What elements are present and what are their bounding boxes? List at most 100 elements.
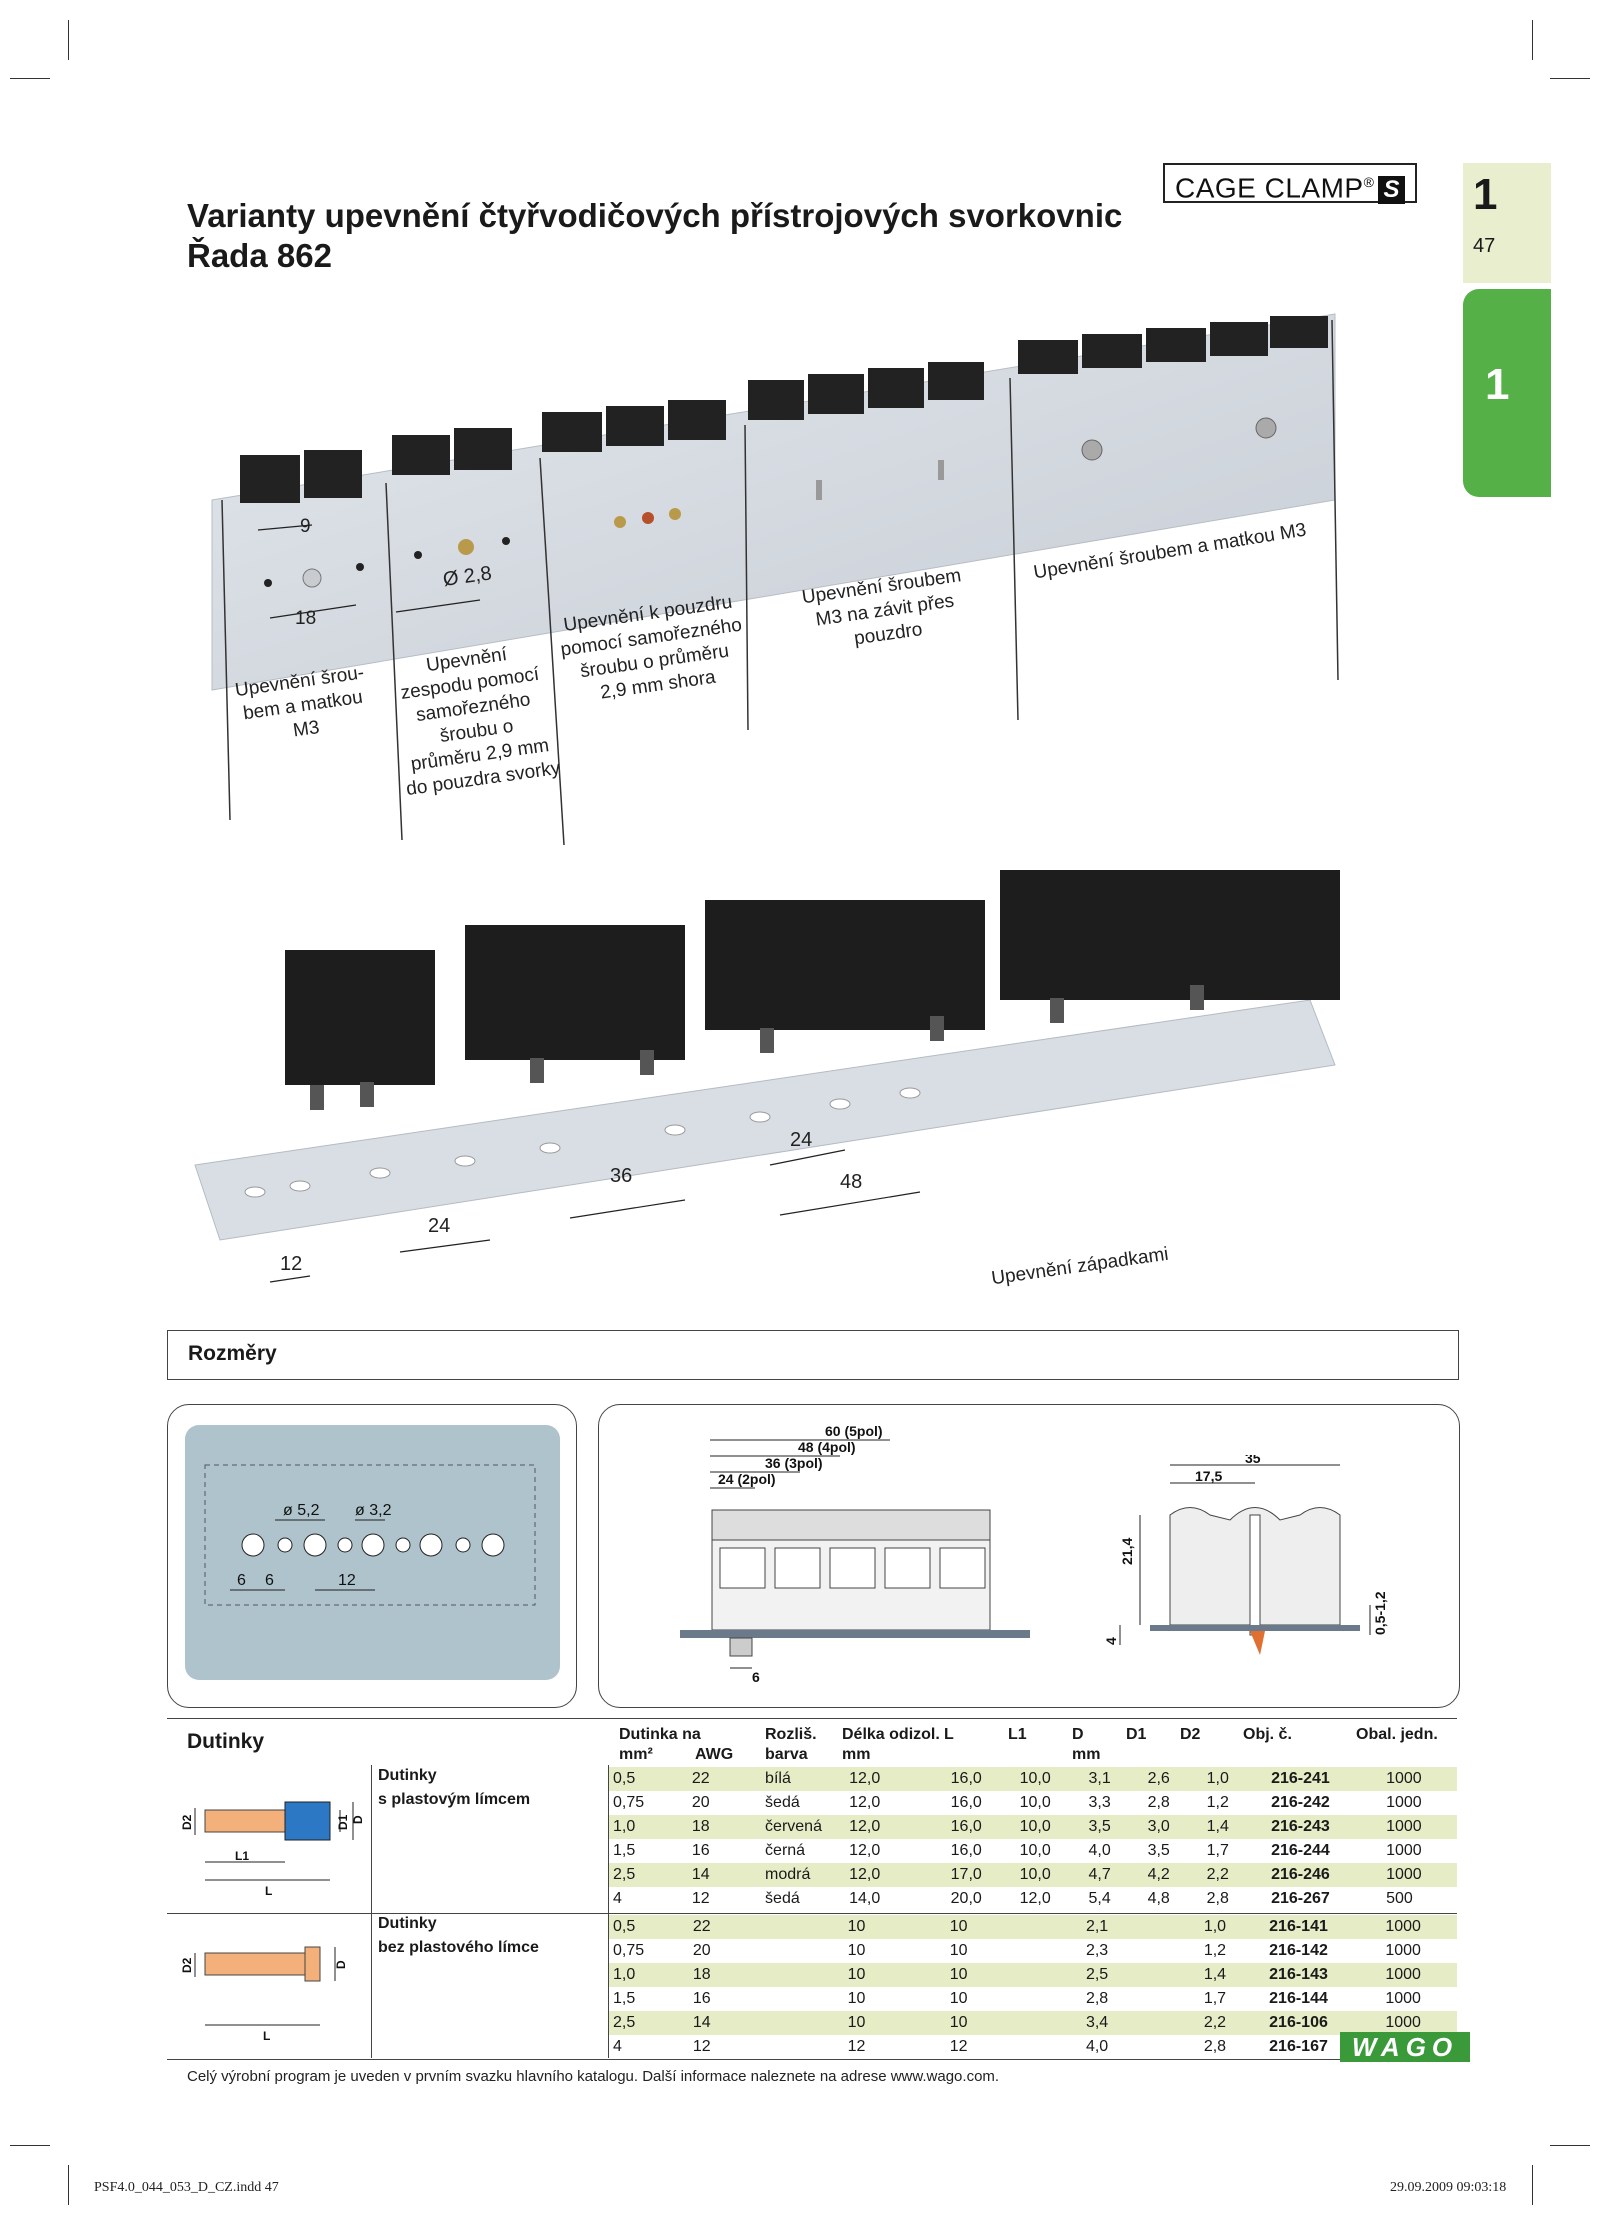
table-cell: 1,5 [613, 1842, 636, 1859]
table-cell: 10 [847, 2014, 866, 2031]
drilling-pattern-drawing: ø 5,2 ø 3,2 6 6 12 [185, 1425, 560, 1680]
crop-mark [68, 2165, 69, 2205]
table-cell: 216-142 [1269, 1942, 1328, 1959]
table-cell [763, 1939, 843, 1963]
table-cell: 16,0 [950, 1842, 982, 1859]
col-color: barva [765, 1746, 808, 1763]
table-cell [763, 1987, 843, 2011]
dim-24a-label: 24 [428, 1215, 450, 1237]
table-cell [1142, 1963, 1200, 1987]
crop-mark [1532, 2165, 1533, 2205]
col-d-top: D [1072, 1726, 1084, 1743]
chapter-tab[interactable] [1463, 289, 1551, 497]
table-cell: 12,0 [849, 1866, 881, 1883]
col-order-number: Obj. č. [1243, 1726, 1292, 1743]
aluminium-plate [211, 313, 1336, 691]
dimensions-title: Rozměry [188, 1342, 277, 1365]
col-d1: D1 [1126, 1726, 1147, 1743]
table-cell [763, 2011, 843, 2035]
col-ferrule-for: Dutinka na [619, 1726, 701, 1743]
table-cell: 18 [692, 1966, 711, 1983]
table-cell: 3,5 [1088, 1818, 1111, 1835]
table-cell: 1,7 [1206, 1842, 1229, 1859]
table-cell: 216-243 [1271, 1818, 1330, 1835]
crop-mark [1550, 2145, 1590, 2146]
diag1-l1: L1 [235, 1849, 249, 1863]
table-cell: 16,0 [950, 1770, 982, 1787]
dimensions-section-header: Rozměry [167, 1330, 1459, 1380]
mounting-variants-photo: 9 18 Ø 2,8 [211, 313, 1339, 846]
dim-214-label: 21,4 [1119, 1538, 1135, 1565]
crop-mark [1532, 20, 1533, 60]
table-cell: 1000 [1386, 1866, 1422, 1883]
table-cell: bílá [765, 1770, 791, 1787]
dim-60-label: 60 (5pol) [825, 1423, 883, 1439]
table-cell [763, 2035, 843, 2059]
table-cell: 216-267 [1271, 1890, 1330, 1907]
col-d2: D2 [1180, 1726, 1201, 1743]
ferrule-with-collar-drawing: D2 L1 L D1 D [180, 1801, 365, 1898]
ferrules-group-divider [167, 1913, 1457, 1914]
terminal-block-4pol [705, 900, 985, 1030]
table-cell: 2,8 [1147, 1794, 1170, 1811]
diag1-d1: D1 [336, 1814, 350, 1830]
diag2-l: L [263, 2029, 270, 2043]
latch-mounting-photo: 12 24 36 24 48 [194, 870, 1340, 1283]
table-cell: modrá [765, 1866, 811, 1883]
dim-48-label: 48 [840, 1171, 862, 1193]
table-cell: 20,0 [950, 1890, 982, 1907]
table-cell: 2,3 [1085, 1942, 1109, 1959]
group2-label-1: Dutinky [378, 1915, 437, 1932]
crop-mark [68, 20, 69, 60]
table-cell: černá [765, 1842, 806, 1859]
ferrules-section [167, 1718, 1457, 2060]
table-cell: 18 [691, 1818, 710, 1835]
table-cell: 1000 [1385, 1966, 1421, 1983]
table-cell: 10,0 [1019, 1818, 1051, 1835]
table-cell: 4,0 [1088, 1842, 1111, 1859]
table-cell: 1,0 [1203, 1918, 1227, 1935]
table-cell: 1,0 [613, 1818, 636, 1835]
diag1-d2: D2 [180, 1814, 194, 1830]
table-cell: 0,75 [613, 1942, 645, 1959]
table-cell: 10 [847, 1966, 866, 1983]
table-cell: 216-167 [1269, 2038, 1328, 2055]
block-dimension-drawing: 60 (5pol) 48 (4pol) 36 (3pol) 24 (2pol) … [680, 1423, 1030, 1685]
table-cell: 216-106 [1269, 2014, 1328, 2031]
table-cell: 216-244 [1271, 1842, 1330, 1859]
terminal-block-5pol [1000, 870, 1340, 1000]
table-cell: 2,8 [1085, 1990, 1109, 2007]
table-cell [1014, 1987, 1081, 2011]
table-cell: 1000 [1386, 1842, 1422, 1859]
group2-label-2: bez plastového límce [378, 1939, 539, 1956]
terminal-block-2pol [285, 950, 435, 1085]
table-cell: 12 [691, 1890, 710, 1907]
dim-35-label: 35 [1245, 1455, 1261, 1466]
ferrules-header-divider [167, 1764, 1457, 1765]
dim-6a-label: 6 [237, 1572, 246, 1589]
table-cell: 12 [692, 2038, 711, 2055]
chapter-number: 1 [1473, 170, 1498, 219]
terminal-block [1018, 316, 1328, 374]
dim-175-label: 17,5 [1195, 1468, 1222, 1484]
table-cell: 2,5 [613, 1866, 636, 1883]
table-column-divider [608, 1765, 609, 2058]
slug-right: 29.09.2009 09:03:18 [1390, 2180, 1507, 2195]
dim-9-label: 9 [300, 516, 311, 537]
col-d-unit: mm [1072, 1746, 1101, 1763]
terminal-block [748, 362, 984, 420]
table-cell [763, 1963, 843, 1987]
crop-mark [10, 2145, 50, 2146]
table-cell: 4 [613, 1890, 622, 1907]
table-cell: 0,5 [613, 1918, 636, 1935]
table-cell: 1,0 [1206, 1770, 1229, 1787]
